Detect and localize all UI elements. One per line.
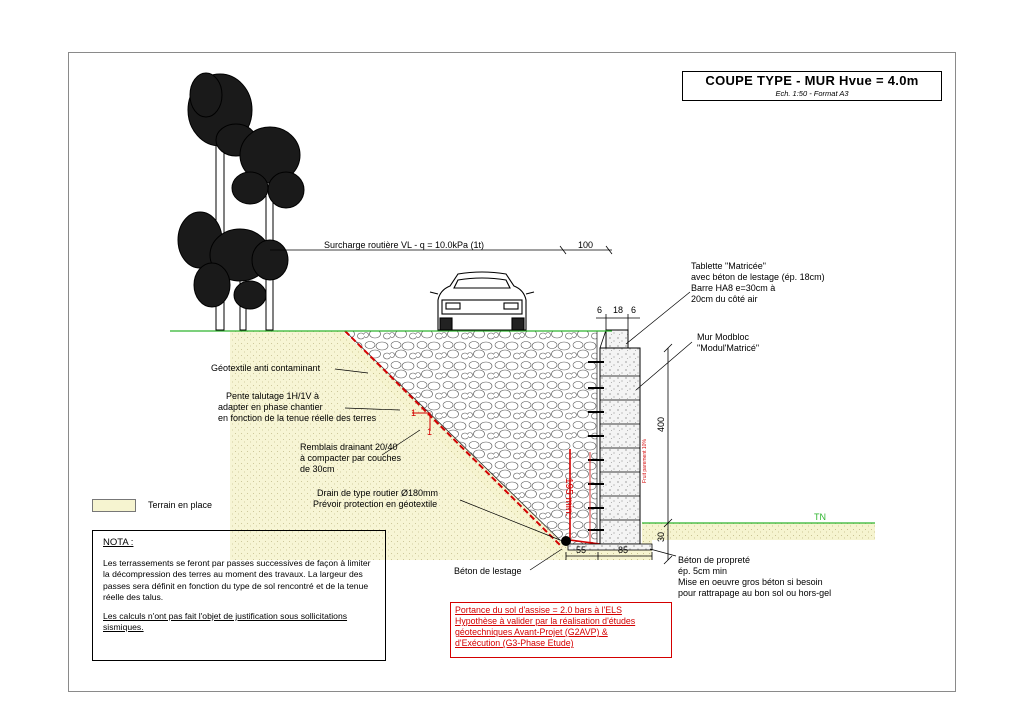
tablette-label-4: 20cm du côté air	[691, 294, 758, 304]
tablette-dim-line	[596, 314, 640, 330]
dim-30: 30	[656, 531, 666, 542]
portance-line-2: Hypothèse à valider par la réalisation d…	[455, 616, 636, 637]
dim-400: 400	[656, 416, 666, 432]
dim-6-right: 6	[631, 305, 637, 315]
dim-55: 55	[576, 545, 587, 555]
legend-terrain-label: Terrain en place	[148, 500, 213, 510]
height-dim-line	[663, 343, 673, 565]
nota-box: NOTA : Les terrassements se feront par p…	[92, 530, 386, 661]
dim-100: 100	[578, 240, 594, 250]
nota-paragraph-1: Les terrassements se feront par passes s…	[103, 558, 371, 602]
title-block: COUPE TYPE - MUR Hvue = 4.0m Ech. 1:50 -…	[682, 71, 942, 101]
remblais-label-3: de 30cm	[300, 464, 335, 474]
legend-terrain-swatch	[92, 499, 136, 512]
drain-label-1: Drain de type routier Ø180mm	[317, 488, 439, 498]
tablette-label-3: Barre HA8 e=30cm à	[691, 283, 776, 293]
proprete-label-2: ép. 5cm min	[678, 566, 728, 576]
fruit-label: Fruit parement 10%	[642, 439, 648, 483]
pente-label-1: Pente talutage 1H/1V à	[226, 391, 320, 401]
slope-1-vertical: 1	[427, 427, 433, 437]
dim-18: 18	[613, 305, 624, 315]
nota-paragraph-2: Les calculs n'ont pas fait l'objet de ju…	[103, 611, 348, 633]
mur-label-1: Mur Modbloc	[697, 332, 750, 342]
pente-label-2: adapter en phase chantier	[218, 402, 323, 412]
dim-6-left: 6	[597, 305, 603, 315]
tablette-label-1: Tablette "Matricée"	[691, 261, 766, 271]
dim-195-min: 195 min.	[563, 478, 574, 517]
nota-heading: NOTA :	[103, 537, 134, 548]
car-icon	[429, 271, 535, 331]
geotextile-label: Géotextile anti contaminant	[211, 363, 321, 373]
palm-trees-icon	[177, 72, 305, 331]
portance-line-3: d'Exécution (G3-Phase Etude)	[455, 638, 574, 648]
proprete-label-3: Mise en oeuvre gros béton si besoin	[678, 577, 823, 587]
geotextile-line	[344, 330, 563, 548]
dim-85: 85	[618, 545, 629, 555]
pente-label-3: en fonction de la tenue réelle des terre…	[218, 413, 377, 423]
modbloc-wall	[588, 329, 641, 545]
tn-label: TN	[814, 512, 826, 522]
proprete-label-1: Béton de propreté	[678, 555, 751, 565]
drawing-title: COUPE TYPE - MUR Hvue = 4.0m	[705, 73, 919, 88]
beton-lestage-label: Béton de lestage	[454, 566, 522, 576]
terrain-en-place-left	[230, 331, 560, 560]
slope-indicator	[412, 412, 431, 431]
mur-label-2: "Modul'Matricé"	[697, 343, 760, 353]
drawing-scale: Ech. 1:50 - Format A3	[775, 89, 849, 98]
surcharge-label: Surcharge routière VL - q = 10.0kPa (1t)	[324, 240, 485, 250]
drawing-sheet-border	[68, 52, 956, 692]
remblais-label-1: Remblais drainant 20/40	[300, 442, 398, 452]
drain-label-2: Prévoir protection en géotextile	[313, 499, 438, 509]
leader-lines	[334, 291, 693, 571]
terrain-en-place-fill	[330, 331, 875, 560]
slope-1-horizontal: 1	[411, 408, 417, 418]
proprete-label-4: pour rattrapage au bon sol ou hors-gel	[678, 588, 832, 598]
portance-box: Portance du sol d'assise = 2.0 bars à l'…	[450, 602, 672, 658]
beton-proprete	[567, 543, 653, 551]
base-dim-line	[565, 552, 653, 560]
tablette-label-2: avec béton de lestage (ép. 18cm)	[691, 272, 825, 282]
remblais-label-2: à compacter par couches	[300, 453, 402, 463]
portance-line-1: Portance du sol d'assise = 2.0 bars à l'…	[455, 605, 622, 615]
drain-pipe	[561, 536, 571, 546]
surcharge-dim-line	[270, 245, 613, 255]
